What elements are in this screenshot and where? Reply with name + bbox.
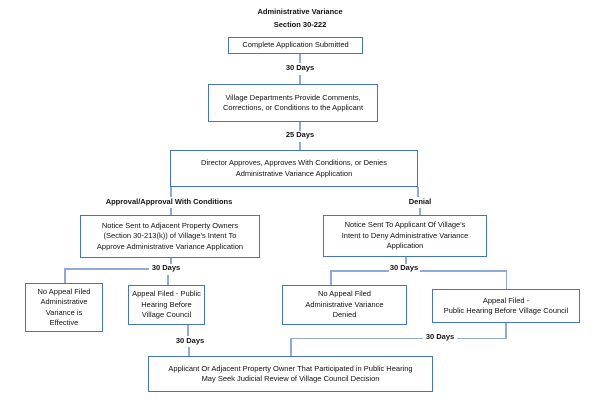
- node-director-decision: Director Approves, Approves With Conditi…: [170, 150, 418, 187]
- node-village-departments: Village Departments Provide Comments, Co…: [208, 84, 378, 122]
- connector-director-to-denial-label: [417, 187, 419, 197]
- connector-right-branch-horizontal-right: [420, 270, 507, 272]
- branch-label-denial: Denial: [408, 197, 432, 206]
- node-appeal-right: Appeal Filed - Public Hearing Before Vil…: [432, 289, 580, 323]
- edge-label-30-days-left: 30 Days: [151, 263, 181, 272]
- node-no-appeal-denied: No Appeal Filed Administrative Variance …: [282, 285, 407, 325]
- connector-to-no-appeal-effective: [64, 268, 66, 283]
- node-no-appeal-effective: No Appeal Filed Administrative Variance …: [25, 283, 103, 332]
- connector-bottom-right-horizontal-b: [290, 337, 423, 339]
- connector-director-to-approval-label: [170, 187, 172, 197]
- node-notice-approve: Notice Sent to Adjacent Property Owners …: [80, 215, 260, 258]
- connector-denial-label-to-notice: [419, 208, 421, 215]
- chart-subtitle: Section 30-222: [273, 20, 327, 29]
- connector-horizontal-to-judicial: [290, 337, 292, 356]
- connector-left-branch-horizontal: [64, 268, 149, 270]
- edge-label-30-days-bottom-left: 30 Days: [175, 336, 205, 345]
- connector-notice-approve-down: [170, 258, 172, 264]
- connector-label1-to-departments: [299, 75, 301, 84]
- connector-app-to-label1: [299, 54, 301, 63]
- edge-label-30-days-1: 30 Days: [285, 63, 315, 72]
- edge-label-25-days: 25 Days: [285, 130, 315, 139]
- connector-right-branch-horizontal-left: [330, 270, 389, 272]
- connector-label2-to-director: [299, 142, 301, 150]
- connector-appeal-right-down: [505, 323, 507, 339]
- connector-approval-label-to-notice: [170, 208, 172, 215]
- connector-to-no-appeal-denied: [330, 270, 332, 285]
- branch-label-approval: Approval/Approval With Conditions: [105, 197, 233, 206]
- connector-appeal-left-down: [187, 325, 189, 336]
- connector-notice-deny-down: [405, 257, 407, 264]
- connector-to-appeal-right: [505, 270, 507, 289]
- edge-label-30-days-bottom-right: 30 Days: [425, 332, 455, 341]
- connector-departments-to-label2: [299, 122, 301, 131]
- node-appeal-left: Appeal Filed - Public Hearing Before Vil…: [128, 285, 205, 325]
- chart-title: Administrative Variance: [257, 7, 343, 16]
- edge-label-30-days-right: 30 Days: [389, 263, 419, 272]
- node-complete-application: Complete Application Submitted: [228, 37, 363, 54]
- connector-bottom-right-horizontal-a: [457, 337, 506, 339]
- node-notice-deny: Notice Sent To Applicant Of Village's In…: [323, 215, 487, 257]
- connector-label-to-judicial: [188, 347, 190, 356]
- node-judicial-review: Applicant Or Adjacent Property Owner Tha…: [148, 356, 433, 392]
- connector-to-appeal-left: [167, 275, 169, 285]
